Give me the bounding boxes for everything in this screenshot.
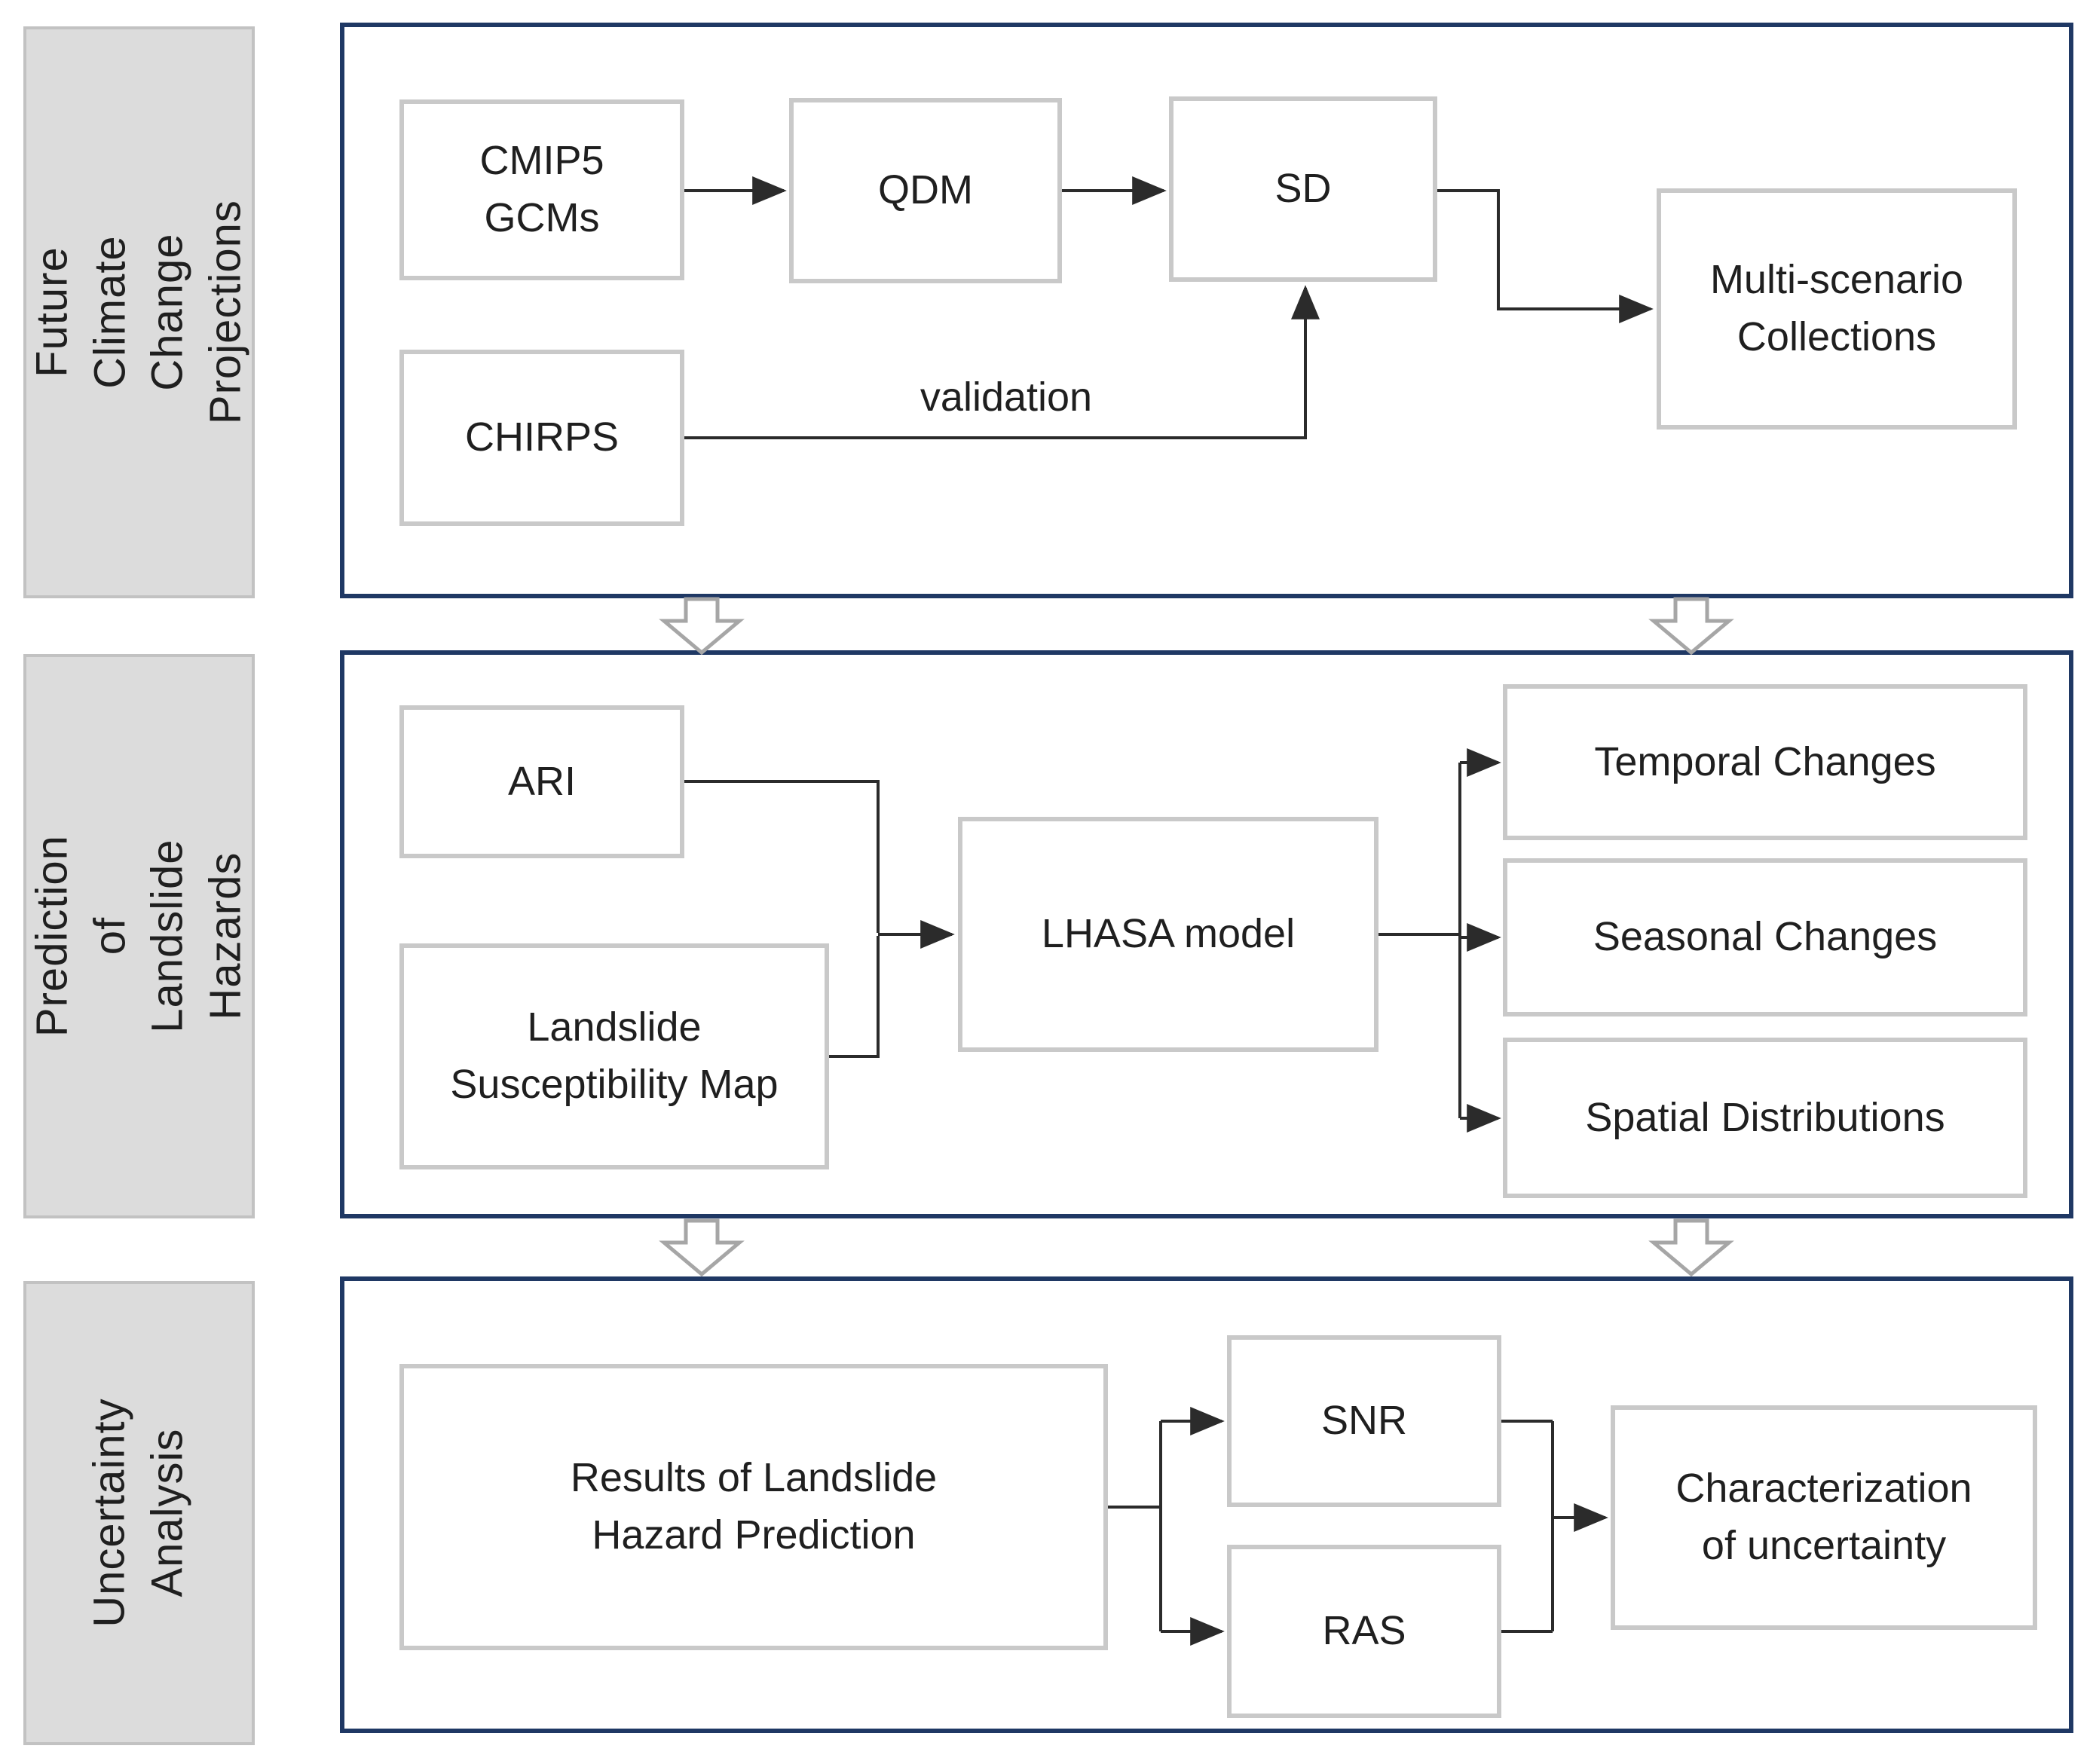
sidebar-label-landslide-prediction: Prediction of Landslide Hazards <box>27 835 250 1038</box>
node-seasonal-changes: Seasonal Changes <box>1503 858 2027 1017</box>
node-ras: RAS <box>1227 1545 1501 1718</box>
node-multi-scenario-collections: Multi-scenario Collections <box>1657 188 2017 430</box>
sidebar-future-climate: Future Climate Change Projections <box>23 26 255 598</box>
node-cmip5-gcms-label: CMIP5 GCMs <box>479 138 604 240</box>
node-cmip5-gcms: CMIP5 GCMs <box>399 99 684 280</box>
node-ari: ARI <box>399 705 684 858</box>
node-snr-label: SNR <box>1320 1398 1407 1444</box>
node-sd-label: SD <box>1274 166 1332 212</box>
node-chirps-label: CHIRPS <box>464 414 620 460</box>
node-sd: SD <box>1169 96 1437 282</box>
node-ari-label: ARI <box>507 758 577 804</box>
block-arrow-down-2-left-icon <box>659 1218 745 1277</box>
node-lhasa-model-label: LHASA model <box>1041 911 1296 957</box>
node-landslide-susceptibility-map: Landslide Susceptibility Map <box>399 943 829 1169</box>
sidebar-uncertainty-analysis: Uncertainty Analysis <box>23 1281 255 1745</box>
node-temporal-changes-label: Temporal Changes <box>1594 738 1936 784</box>
node-spatial-distributions: Spatial Distributions <box>1503 1038 2027 1198</box>
node-snr: SNR <box>1227 1335 1501 1507</box>
block-arrow-down-1-right-icon <box>1648 597 1734 656</box>
node-results-landslide-hazard-prediction-label: Results of Landslide Hazard Prediction <box>570 1455 938 1558</box>
sidebar-label-uncertainty-analysis: Uncertainty Analysis <box>84 1398 192 1628</box>
node-ras-label: RAS <box>1322 1608 1406 1654</box>
block-arrow-down-2-right-icon <box>1648 1218 1734 1277</box>
node-lhasa-model: LHASA model <box>958 817 1379 1052</box>
node-multi-scenario-collections-label: Multi-scenario Collections <box>1709 257 1964 359</box>
sidebar-label-future-climate: Future Climate Change Projections <box>27 200 250 425</box>
node-characterization-of-uncertainty-label: Characterization of uncertainty <box>1675 1466 1972 1568</box>
node-qdm: QDM <box>789 98 1062 283</box>
node-temporal-changes: Temporal Changes <box>1503 684 2027 840</box>
node-results-landslide-hazard-prediction: Results of Landslide Hazard Prediction <box>399 1364 1108 1650</box>
block-arrow-down-1-left-icon <box>659 597 745 656</box>
sidebar-landslide-prediction: Prediction of Landslide Hazards <box>23 654 255 1218</box>
node-spatial-distributions-label: Spatial Distributions <box>1585 1094 1945 1140</box>
node-chirps: CHIRPS <box>399 350 684 526</box>
node-qdm-label: QDM <box>878 167 973 213</box>
node-seasonal-changes-label: Seasonal Changes <box>1593 914 1938 960</box>
node-landslide-susceptibility-map-label: Landslide Susceptibility Map <box>450 1004 779 1107</box>
validation-edge-label: validation <box>920 375 1093 420</box>
node-characterization-of-uncertainty: Characterization of uncertainty <box>1611 1405 2037 1630</box>
